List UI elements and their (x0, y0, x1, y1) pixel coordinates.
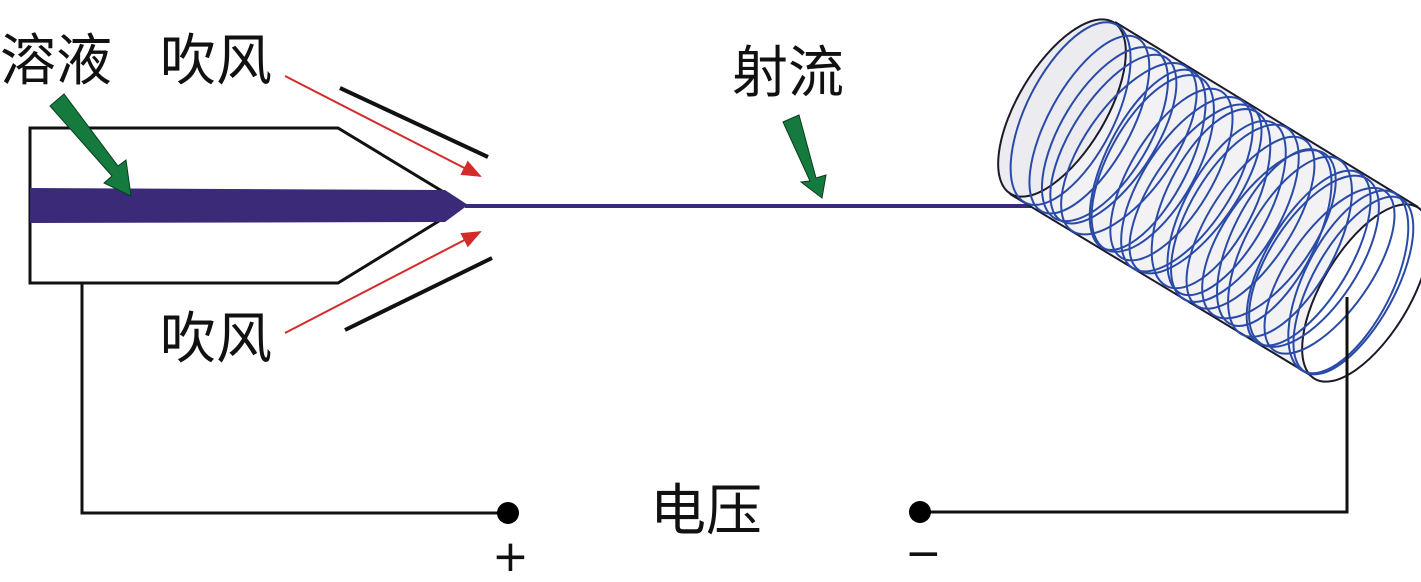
plus-sign: + (492, 531, 529, 582)
positive-wire (80, 283, 508, 515)
voltage-label: 电压 (650, 479, 762, 544)
air-arrow-top (284, 75, 482, 177)
air-arrow-bottom (284, 231, 482, 334)
jet-label: 射流 (732, 41, 844, 106)
air-label-top: 吹风 (160, 29, 272, 94)
minus-sign: − (905, 528, 942, 579)
solution-channel (30, 188, 468, 223)
fiber-winding-loop (1040, 46, 1169, 223)
fiber-winding-loop (1292, 195, 1415, 376)
negative-terminal (909, 501, 931, 523)
fiber-winding-loop (1150, 108, 1272, 290)
fiber-winding-loop (1185, 135, 1316, 310)
fiber-winding-loop (1128, 103, 1263, 275)
fiber-winding-loop (1049, 53, 1178, 225)
fiber-winding-loop (1028, 34, 1151, 215)
positive-terminal (497, 502, 519, 524)
solution-label: 溶液 (0, 29, 112, 94)
fiber-winding-loop (1227, 155, 1353, 338)
fiber-winding-loop (1109, 87, 1234, 262)
fiber-winding-loop (1248, 174, 1380, 348)
fiber-winding-loop (1170, 123, 1300, 303)
fiber-winding-loop (1201, 149, 1337, 320)
collector-drum (997, 18, 1421, 383)
fiber-winding-loop (1060, 61, 1198, 236)
negative-wire (920, 297, 1349, 514)
fiber-winding-loop (1090, 74, 1215, 253)
fiber-winding-loop (1166, 119, 1287, 297)
fiber-winding-loop (1009, 21, 1132, 206)
jet-indicator-arrow (782, 114, 827, 199)
fiber-winding-loop (1245, 169, 1372, 347)
air-guide-top (339, 86, 489, 159)
air-guide-bottom (344, 256, 493, 332)
air-label-bottom: 吹风 (160, 307, 272, 372)
fiber-winding-loop (1216, 148, 1333, 327)
solution-indicator-arrow (49, 93, 132, 197)
fiber-winding-loop (1120, 95, 1254, 273)
